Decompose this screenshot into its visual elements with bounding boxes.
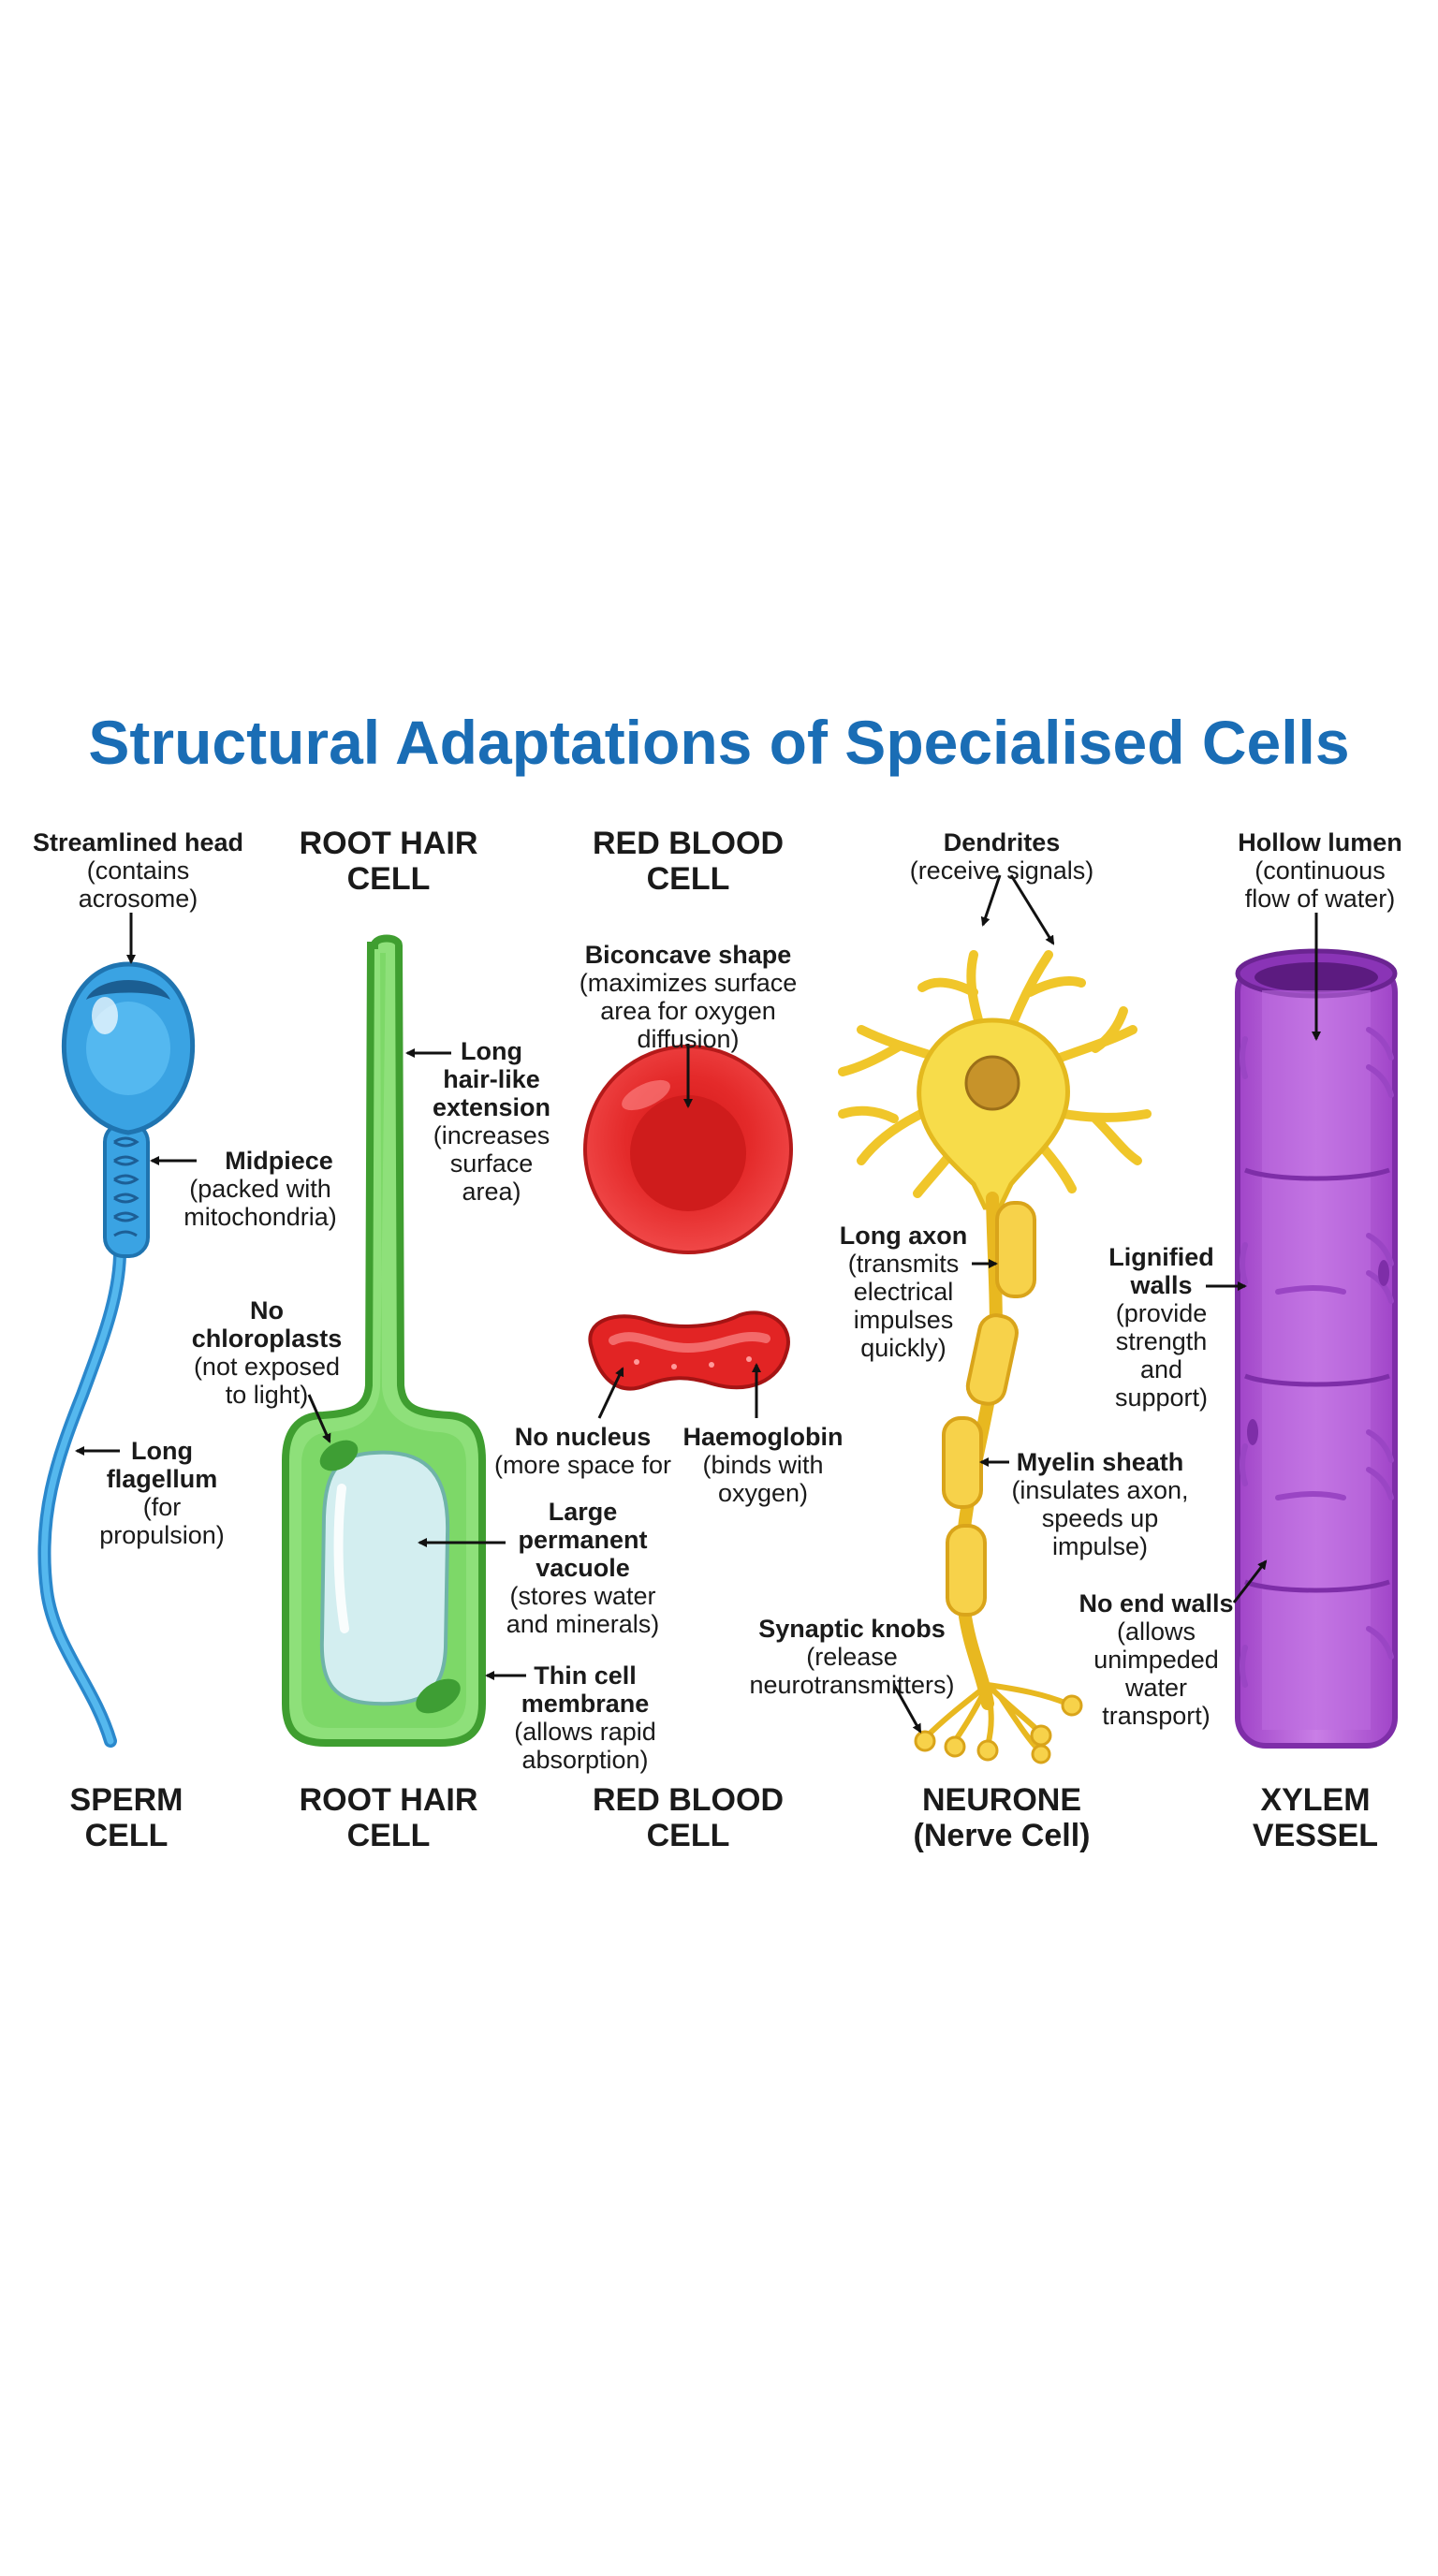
label-synaptic: Synaptic knobs(release neurotransmitters…: [740, 1615, 964, 1699]
label-title: Thin cell membrane: [521, 1661, 650, 1718]
label-title: Biconcave shape: [584, 941, 792, 969]
label-thin-membrane: Thin cell membrane(allows rapid absorpti…: [496, 1661, 674, 1774]
arrow-no-nucleus: [597, 1367, 624, 1419]
xylem-vessel: [1235, 948, 1398, 1749]
label-desc: (receive signals): [909, 856, 1094, 885]
header-red-blood-top: RED BLOOD CELL: [593, 826, 784, 897]
label-desc: (maximizes surface area for oxygen diffu…: [579, 969, 798, 1053]
label-lignified: Lignified walls(provide strength and sup…: [1093, 1243, 1229, 1412]
label-desc: (contains acrosome): [78, 856, 198, 913]
header-xylem: XYLEM VESSEL: [1252, 1782, 1379, 1853]
label-long-hair: Long hair-like extension(increases surfa…: [421, 1037, 562, 1206]
arrow-no-end-walls: [1232, 1559, 1268, 1603]
label-desc: (continuous flow of water): [1244, 856, 1396, 913]
label-title: Lignified walls: [1108, 1243, 1214, 1299]
label-title: Midpiece: [225, 1147, 333, 1175]
label-hollow-lumen: Hollow lumen(continuous flow of water): [1217, 828, 1423, 913]
label-title: Large permanent vacuole: [518, 1498, 648, 1582]
myelin-segment-3: [942, 1416, 983, 1509]
label-midpiece: Midpiece(packed with mitochondria): [167, 1147, 354, 1231]
sperm-acrosome: [86, 980, 170, 1000]
label-desc: (more space for: [493, 1451, 672, 1479]
arrow-synaptic: [892, 1684, 922, 1734]
myelin-segment-4: [946, 1524, 987, 1617]
myelin-segment-2: [965, 1313, 1019, 1406]
label-desc: (insulates axon, speeds up impulse): [1011, 1476, 1189, 1560]
label-desc: (provide strength and support): [1114, 1299, 1209, 1412]
header-root-hair-top: ROOT HAIR CELL: [299, 826, 478, 897]
label-biconcave: Biconcave shape(maximizes surface area f…: [557, 941, 819, 1053]
root-hair-nucleus-left: [319, 1440, 359, 1471]
root-hair-vacuole: [319, 1450, 450, 1706]
label-desc: (allows rapid absorption): [514, 1718, 656, 1774]
label-desc: (allows unimpeded water transport): [1093, 1617, 1219, 1730]
root-hair-nucleus-right: [416, 1678, 461, 1714]
label-no-end-walls: No end walls(allows unimpeded water tran…: [1067, 1589, 1245, 1730]
label-haemoglobin: Haemoglobin(binds with oxygen): [674, 1423, 852, 1507]
header-sperm: SPERM CELL: [69, 1782, 183, 1853]
label-title: Hollow lumen: [1238, 828, 1402, 856]
label-long-axon: Long axon(transmits electrical impulses …: [829, 1222, 978, 1362]
header-red-blood: RED BLOOD CELL: [593, 1782, 784, 1853]
label-title: Dendrites: [943, 828, 1061, 856]
label-title: Long hair-like extension: [432, 1037, 551, 1121]
label-desc: (not exposed to light): [193, 1353, 341, 1409]
neurone: [838, 950, 1152, 1764]
label-desc: (for propulsion): [99, 1493, 225, 1549]
label-long-flagellum: Long flagellum(for propulsion): [73, 1437, 251, 1549]
label-desc: (increases surface area): [433, 1121, 550, 1206]
label-arrows: [75, 874, 1321, 1734]
label-title: Long flagellum: [106, 1437, 218, 1493]
myelin-segment-1: [995, 1201, 1036, 1298]
arrow-dendrites-left: [980, 874, 1002, 927]
label-title: Streamlined head: [32, 828, 244, 856]
label-title: Long axon: [839, 1222, 968, 1250]
label-large-vacuole: Large permanent vacuole(stores water and…: [492, 1498, 674, 1638]
header-root-hair: ROOT HAIR CELL: [299, 1782, 478, 1853]
label-desc: (release neurotransmitters): [749, 1643, 955, 1699]
red-blood-cell: [583, 1045, 793, 1391]
label-no-chloroplasts: No chloroplasts(not exposed to light): [169, 1296, 365, 1409]
label-title: Myelin sheath: [1016, 1448, 1184, 1476]
neuron-nucleus: [964, 1055, 1020, 1111]
arrow-no-chloroplasts: [307, 1394, 331, 1443]
label-title: Haemoglobin: [682, 1423, 844, 1451]
label-desc: (transmits electrical impulses quickly): [847, 1250, 960, 1362]
label-no-nucleus: No nucleus(more space for: [482, 1423, 683, 1479]
header-neurone: NEURONE (Nerve Cell): [913, 1782, 1091, 1853]
label-title: No end walls: [1078, 1589, 1234, 1617]
synaptic-knob: [914, 1730, 936, 1752]
label-myelin: Myelin sheath(insulates axon, speeds up …: [992, 1448, 1208, 1560]
arrow-dendrites-right: [1009, 874, 1055, 945]
label-desc: (packed with mitochondria): [183, 1175, 337, 1231]
label-title: Synaptic knobs: [758, 1615, 946, 1643]
neuron-cell-body: [917, 1017, 1070, 1210]
label-desc: (binds with oxygen): [702, 1451, 824, 1507]
sperm-cell: [37, 961, 196, 1748]
label-title: No chloroplasts: [191, 1296, 343, 1353]
label-title: No nucleus: [514, 1423, 652, 1451]
label-streamlined-head: Streamlined head(contains acrosome): [9, 828, 267, 913]
diagram-title: Structural Adaptations of Specialised Ce…: [88, 708, 1350, 777]
label-desc: (stores water and minerals): [506, 1582, 660, 1638]
label-dendrites: Dendrites(receive signals): [894, 828, 1109, 885]
sperm-midpiece: [103, 1121, 150, 1258]
